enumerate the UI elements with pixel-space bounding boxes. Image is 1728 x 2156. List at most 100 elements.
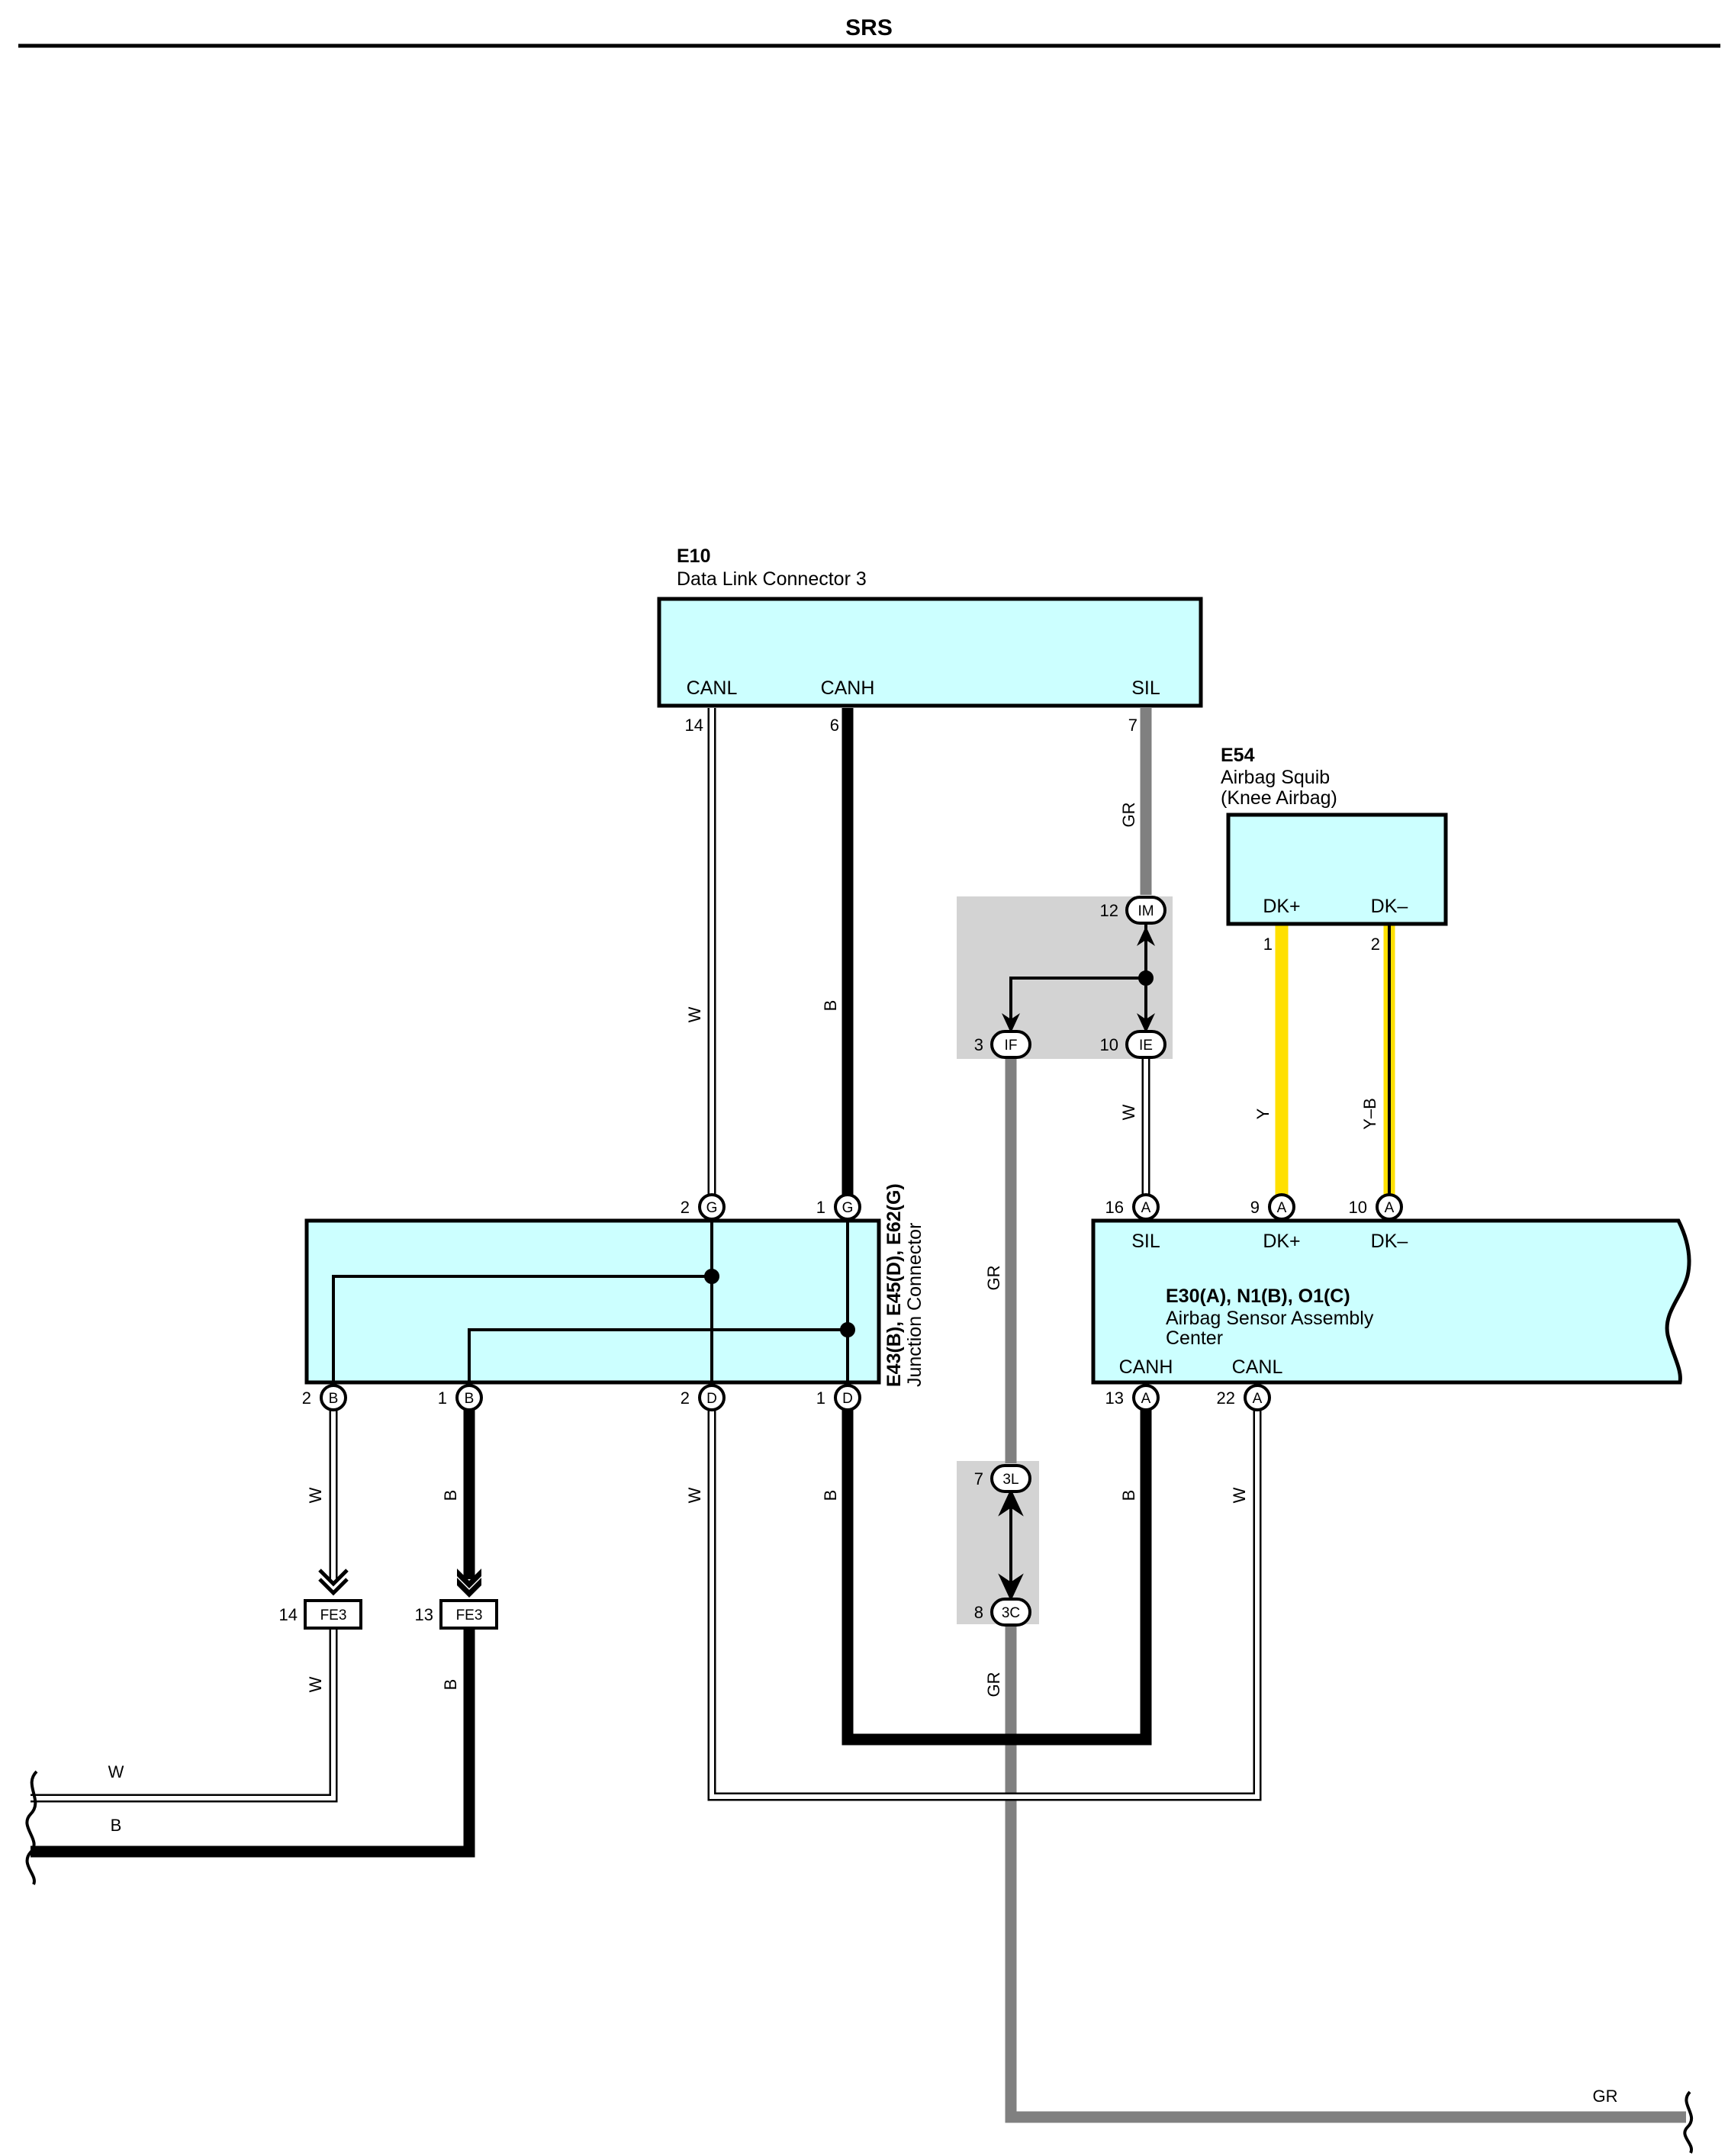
junction-connector-box [304,1218,881,1385]
break-mark-left [25,1770,38,1885]
wire-d2-to-a22 [707,1410,1262,1801]
svg-text:9: 9 [1250,1198,1260,1217]
svg-text:3C: 3C [1002,1605,1020,1621]
e10-pinnum-sil: 7 [1128,716,1138,735]
svg-text:10: 10 [1100,1035,1118,1054]
connector-a13: A 13 [1105,1384,1160,1411]
svg-text:7: 7 [974,1469,983,1488]
connector-d2: D 2 [681,1384,726,1411]
label-canh-dlc: B [821,1000,840,1012]
e54-pinnum-dkp: 1 [1263,935,1273,954]
label-squib-dkp: Y [1253,1108,1273,1119]
connector-g1: G 1 [816,1193,861,1221]
svg-text:B: B [329,1391,339,1407]
connector-3l: 3L 7 [974,1464,1031,1493]
e54-pin-dkp: DK+ [1263,896,1300,917]
e10-id: E10 [677,545,710,567]
connector-a9: A 9 [1250,1193,1295,1221]
airbag-sensor-center-box [1091,1218,1691,1385]
junction-id: E43(B), E45(D), E62(G) [883,1183,905,1387]
label-bus-b: B [111,1816,122,1835]
label-bus-w: W [108,1762,124,1781]
wire-gr-bus [1005,1621,1686,2123]
svg-text:FE3: FE3 [456,1607,483,1623]
center-pin-dkp: DK+ [1263,1231,1300,1252]
label-jb-b2: W [306,1487,325,1503]
label-canl-dlc: W [685,1006,704,1022]
svg-text:IM: IM [1138,903,1154,919]
svg-text:G: G [842,1200,854,1216]
center-pin-dkm: DK– [1371,1231,1408,1252]
label-a22-down: W [1230,1487,1249,1503]
label-jb-b1: B [441,1490,460,1501]
label-d1-down: B [821,1490,840,1501]
label-sil-dlc: GR [1119,803,1138,828]
connector-if: IF 3 [974,1030,1031,1059]
connector-fe3-13: FE3 13 [415,1569,498,1630]
center-pin-canl: CANL [1232,1356,1283,1378]
svg-text:16: 16 [1105,1198,1124,1217]
label-ie-to-a16: W [1119,1104,1138,1120]
connector-ie: IE 10 [1100,1030,1166,1059]
e54-name-line2: (Knee Airbag) [1221,787,1337,809]
svg-text:FE3: FE3 [320,1607,347,1623]
wire-bus-b [31,1629,475,1858]
center-pin-canh: CANH [1119,1356,1173,1378]
e10-pin-canl: CANL [687,677,738,699]
connector-fe3-14: FE3 14 [279,1569,362,1630]
e10-pin-canh: CANH [821,677,875,699]
page-title: SRS [845,15,893,40]
airbag-squib-box [1226,813,1448,926]
label-d2-down: W [685,1487,704,1503]
svg-text:10: 10 [1349,1198,1367,1217]
connector-3c: 3C 8 [974,1598,1031,1627]
svg-text:2: 2 [681,1389,690,1408]
data-link-connector-box [657,597,1203,708]
e10-pinnum-canh: 6 [830,716,839,735]
svg-text:3L: 3L [1002,1472,1018,1488]
svg-text:A: A [1141,1391,1151,1407]
svg-text:2: 2 [681,1198,690,1217]
svg-text:14: 14 [279,1605,298,1624]
connector-a10: A 10 [1349,1193,1403,1221]
svg-text:D: D [842,1391,853,1407]
center-name-line1: Airbag Sensor Assembly [1166,1308,1374,1329]
center-pin-sil: SIL [1131,1231,1160,1252]
center-name-line2: Center [1166,1327,1223,1349]
svg-text:13: 13 [1105,1389,1124,1408]
junction-internal-wiring [332,1221,855,1382]
label-if-down: GR [984,1266,1003,1291]
e10-name: Data Link Connector 3 [677,568,867,590]
svg-text:IF: IF [1005,1038,1018,1054]
break-mark-right [1683,2090,1694,2154]
connector-a22: A 22 [1217,1384,1271,1411]
svg-text:D: D [706,1391,717,1407]
splice-internal-upper [1009,925,1154,1034]
center-id: E30(A), N1(B), O1(C) [1166,1286,1350,1307]
svg-text:A: A [1385,1200,1395,1216]
junction-name: Junction Connector [904,1223,925,1387]
splice-arrows-upper [1002,926,1155,1033]
e10-pinnum-canl: 14 [685,716,703,735]
svg-text:1: 1 [438,1389,447,1408]
wire-d1-to-a13 [841,1410,1152,1746]
label-fe3-14-down: W [306,1676,325,1692]
svg-text:22: 22 [1217,1389,1235,1408]
svg-text:IE: IE [1139,1038,1153,1054]
svg-text:B: B [465,1391,475,1407]
svg-text:1: 1 [816,1389,825,1408]
connector-b1: B 1 [438,1384,483,1411]
connector-b2: B 2 [302,1384,347,1411]
splice-internal-lower [998,1488,1024,1601]
label-squib-dkm: Y–B [1360,1098,1379,1130]
label-fe3-13-down: B [441,1679,460,1691]
svg-text:13: 13 [415,1605,433,1624]
svg-text:A: A [1141,1200,1151,1216]
label-c3-down: GR [984,1672,1003,1697]
label-bus-gr: GR [1593,2087,1618,2106]
svg-text:3: 3 [974,1035,983,1054]
e54-name-line1: Airbag Squib [1221,767,1330,788]
connector-g2: G 2 [681,1193,726,1221]
e54-pinnum-dkm: 2 [1371,935,1380,954]
